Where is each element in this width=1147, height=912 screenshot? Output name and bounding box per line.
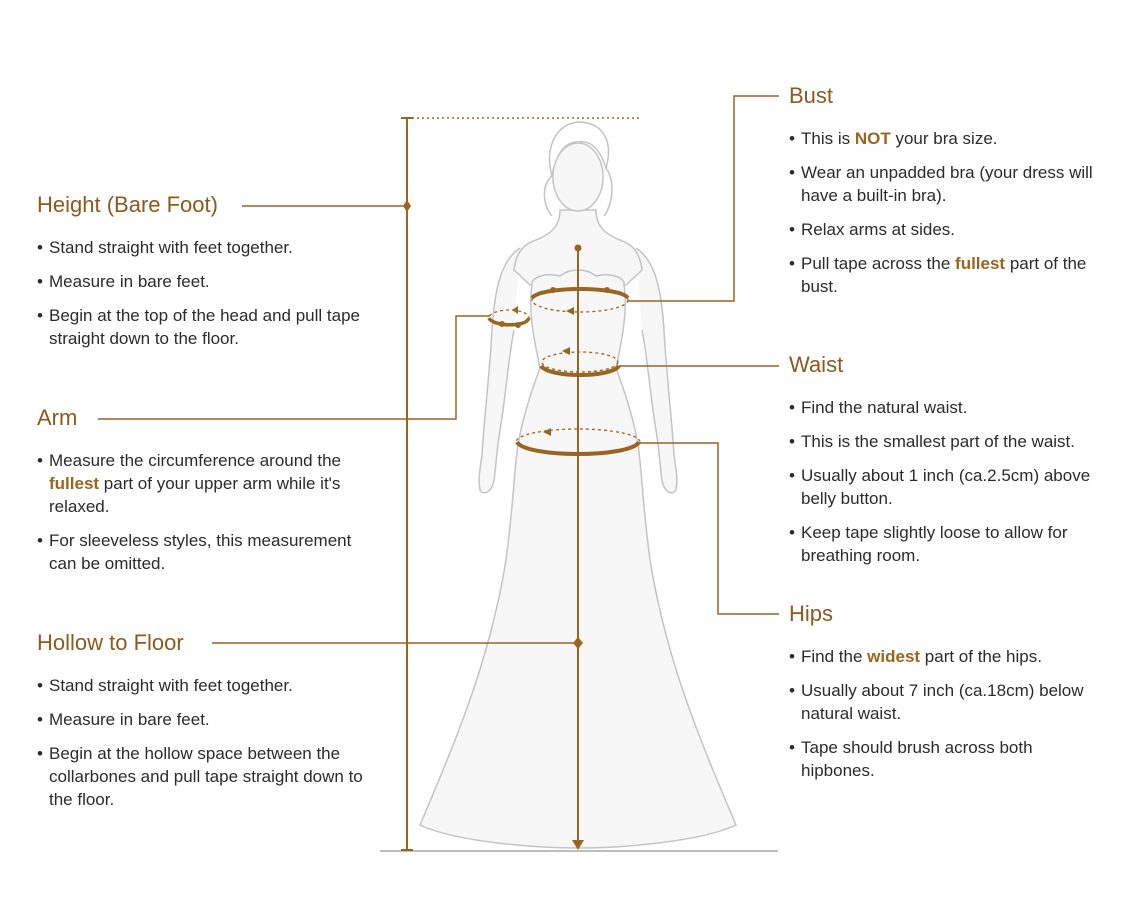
right-arm <box>635 247 678 494</box>
waist-item-4: Keep tape slightly loose to allow for br… <box>789 521 1099 567</box>
leader-lines <box>98 95 779 644</box>
hair <box>543 121 613 217</box>
arm-section: Arm Measure the circumference around the… <box>37 405 377 575</box>
arm-tape <box>487 306 531 328</box>
bust-title: Bust <box>789 83 834 108</box>
bust-section: Bust This is NOT your bra size. Wear an … <box>789 83 1119 298</box>
waist-tape <box>539 347 621 377</box>
bust-item-4: Pull tape across the fullest part of the… <box>789 252 1119 298</box>
hips-leader <box>639 442 779 615</box>
waist-list: Find the natural waist. This is the smal… <box>789 396 1099 567</box>
height-list: Stand straight with feet together. Measu… <box>37 236 367 350</box>
height-item-2: Measure in bare feet. <box>37 270 367 293</box>
arm-item-1: Measure the circumference around the ful… <box>37 449 377 518</box>
bust-emphasis-not: NOT <box>854 129 891 148</box>
arm-list: Measure the circumference around the ful… <box>37 449 377 575</box>
waist-item-3: Usually about 1 inch (ca.2.5cm) above be… <box>789 464 1099 510</box>
height-item-1: Stand straight with feet together. <box>37 236 367 259</box>
hollow-item-3: Begin at the hollow space between the co… <box>37 742 382 811</box>
hips-emphasis: widest <box>867 647 921 666</box>
waist-title: Waist <box>789 352 844 377</box>
head <box>552 142 604 212</box>
left-arm <box>478 247 521 494</box>
bust-list: This is NOT your bra size. Wear an unpad… <box>789 127 1119 298</box>
bust-leader <box>628 95 779 302</box>
bust-tape <box>530 287 630 315</box>
height-item-3: Begin at the top of the head and pull ta… <box>37 304 367 350</box>
height-tape <box>401 117 640 851</box>
waist-item-1: Find the natural waist. <box>789 396 1099 419</box>
hollow-item-1: Stand straight with feet together. <box>37 674 382 697</box>
hips-list: Find the widest part of the hips. Usuall… <box>789 645 1109 782</box>
hips-tape <box>515 428 641 456</box>
arm-item-2: For sleeveless styles, this measurement … <box>37 529 377 575</box>
hips-item-3: Tape should brush across both hipbones. <box>789 736 1109 782</box>
hips-item-2: Usually about 7 inch (ca.18cm) below nat… <box>789 679 1109 725</box>
hips-title: Hips <box>789 601 834 626</box>
arm-title: Arm <box>37 405 78 430</box>
height-section: Height (Bare Foot) Stand straight with f… <box>37 192 367 350</box>
bust-emphasis-fullest: fullest <box>955 254 1006 273</box>
waist-item-2: This is the smallest part of the waist. <box>789 430 1099 453</box>
waist-section: Waist Find the natural waist. This is th… <box>789 352 1099 567</box>
hollow-list: Stand straight with feet together. Measu… <box>37 674 382 811</box>
hollow-title: Hollow to Floor <box>37 630 184 655</box>
bust-item-1: This is NOT your bra size. <box>789 127 1119 150</box>
arm-leader <box>98 315 490 420</box>
hollow-section: Hollow to Floor Stand straight with feet… <box>37 630 382 811</box>
hollow-item-2: Measure in bare feet. <box>37 708 382 731</box>
hips-item-1: Find the widest part of the hips. <box>789 645 1109 668</box>
bust-item-2: Wear an unpadded bra (your dress will ha… <box>789 161 1119 207</box>
bust-item-3: Relax arms at sides. <box>789 218 1119 241</box>
arm-emphasis: fullest <box>49 474 100 493</box>
hips-section: Hips Find the widest part of the hips. U… <box>789 601 1109 782</box>
height-title: Height (Bare Foot) <box>37 192 218 217</box>
